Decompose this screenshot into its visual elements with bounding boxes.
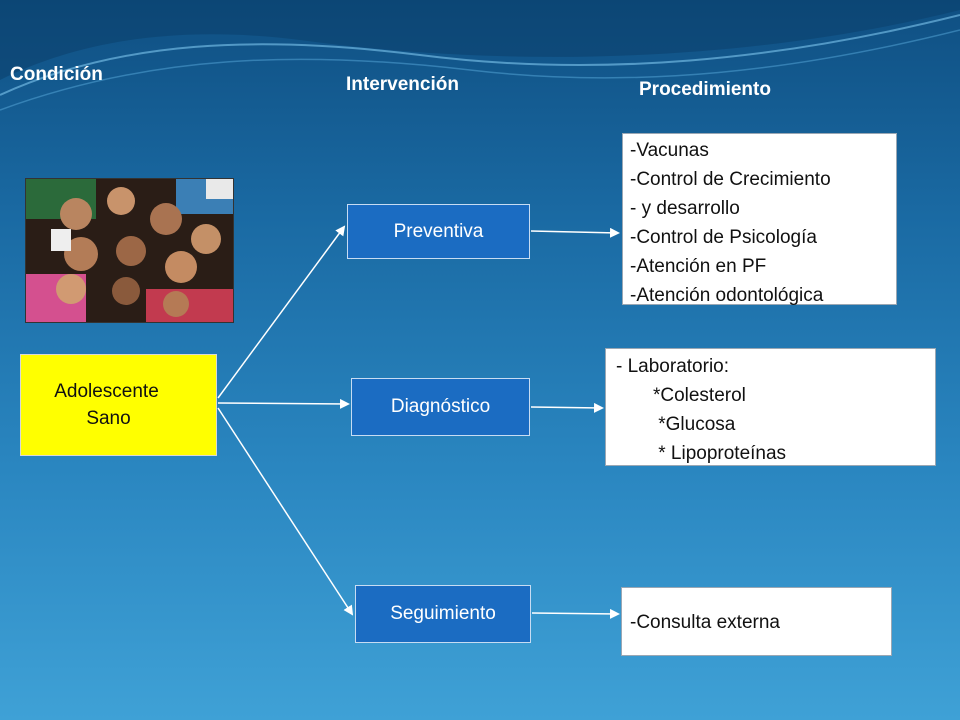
condition-box-adolescente-sano: Adolescente Sano: [20, 354, 217, 456]
procedure-item: -Atención odontológica: [630, 285, 824, 306]
condition-line-2: Sano: [86, 408, 131, 429]
intervention-box-preventiva: Preventiva: [347, 204, 530, 259]
intervention-box-diagnostico: Diagnóstico: [351, 378, 530, 436]
arrow-diagnostico-to-procedures: [530, 402, 604, 413]
procedure-box-preventive: -Vacunas -Control de Crecimiento - y des…: [622, 133, 897, 306]
intervention-box-seguimiento: Seguimiento: [355, 585, 531, 643]
procedure-item: - y desarrollo: [630, 198, 740, 219]
adolescents-group-photo: [25, 178, 234, 323]
procedure-item: *Glucosa: [616, 414, 736, 435]
arrow-to-preventiva: [217, 225, 346, 399]
intervention-label-preventiva: Preventiva: [393, 220, 484, 242]
procedure-item: -Consulta externa: [630, 612, 780, 633]
header-intervencion: Intervención: [346, 74, 459, 95]
header-procedimiento: Procedimiento: [639, 79, 771, 100]
procedure-item: -Atención en PF: [630, 256, 767, 277]
procedure-item: *Colesterol: [616, 385, 746, 406]
header-condicion: Condición: [10, 64, 103, 85]
procedure-box-followup: -Consulta externa: [621, 587, 892, 656]
intervention-label-diagnostico: Diagnóstico: [390, 396, 491, 417]
intervention-label-seguimiento: Seguimiento: [390, 603, 496, 624]
header-swoosh-decoration: [0, 0, 960, 111]
procedure-box-diagnostic: - Laboratorio: *Colesterol *Glucosa * Li…: [605, 348, 936, 466]
arrow-to-seguimiento: [217, 407, 354, 616]
arrow-preventiva-to-procedures: [530, 227, 620, 238]
procedure-item: - Laboratorio:: [616, 356, 730, 377]
condition-line-1: Adolescente: [54, 381, 159, 402]
procedure-item: -Vacunas: [630, 140, 709, 161]
procedure-item: -Control de Crecimiento: [630, 169, 831, 190]
procedure-item: * Lipoproteínas: [616, 443, 787, 464]
arrow-to-diagnostico: [217, 398, 350, 409]
arrow-seguimiento-to-procedures: [531, 608, 620, 619]
procedure-item: -Control de Psicología: [630, 227, 817, 248]
